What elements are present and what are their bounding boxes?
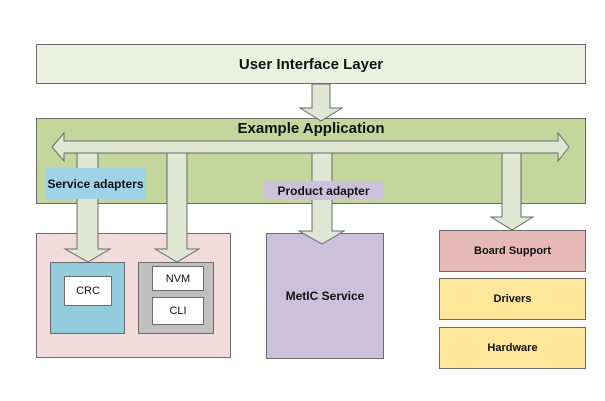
application-bus-arrow (51, 131, 570, 163)
drivers-label: Drivers (493, 293, 532, 305)
crc-label: CRC (76, 285, 100, 297)
product-adapter-label: Product adapter (263, 181, 384, 200)
drivers-box: Drivers (439, 278, 586, 320)
user-interface-layer-label: User Interface Layer (238, 55, 384, 73)
example-application-label: Example Application (237, 120, 385, 137)
metic-service-box: MetIC Service (266, 233, 384, 359)
service-adapters-label: Service adapters (45, 168, 146, 199)
cli-label: CLI (169, 305, 187, 317)
bus-to-board-support-arrow (489, 152, 535, 231)
metic-service-label: MetIC Service (285, 289, 365, 303)
hardware-box: Hardware (439, 327, 586, 369)
cli-box: CLI (152, 297, 204, 325)
crc-box: CRC (64, 276, 112, 306)
bus-to-nvm-arrow (153, 152, 201, 263)
ui-to-app-arrow (298, 83, 344, 122)
hardware-label: Hardware (487, 342, 538, 354)
nvm-box: NVM (152, 266, 204, 291)
user-interface-layer: User Interface Layer (36, 44, 586, 84)
nvm-label: NVM (165, 272, 191, 285)
board-support-label: Board Support (474, 245, 551, 257)
board-support-box: Board Support (439, 230, 586, 272)
